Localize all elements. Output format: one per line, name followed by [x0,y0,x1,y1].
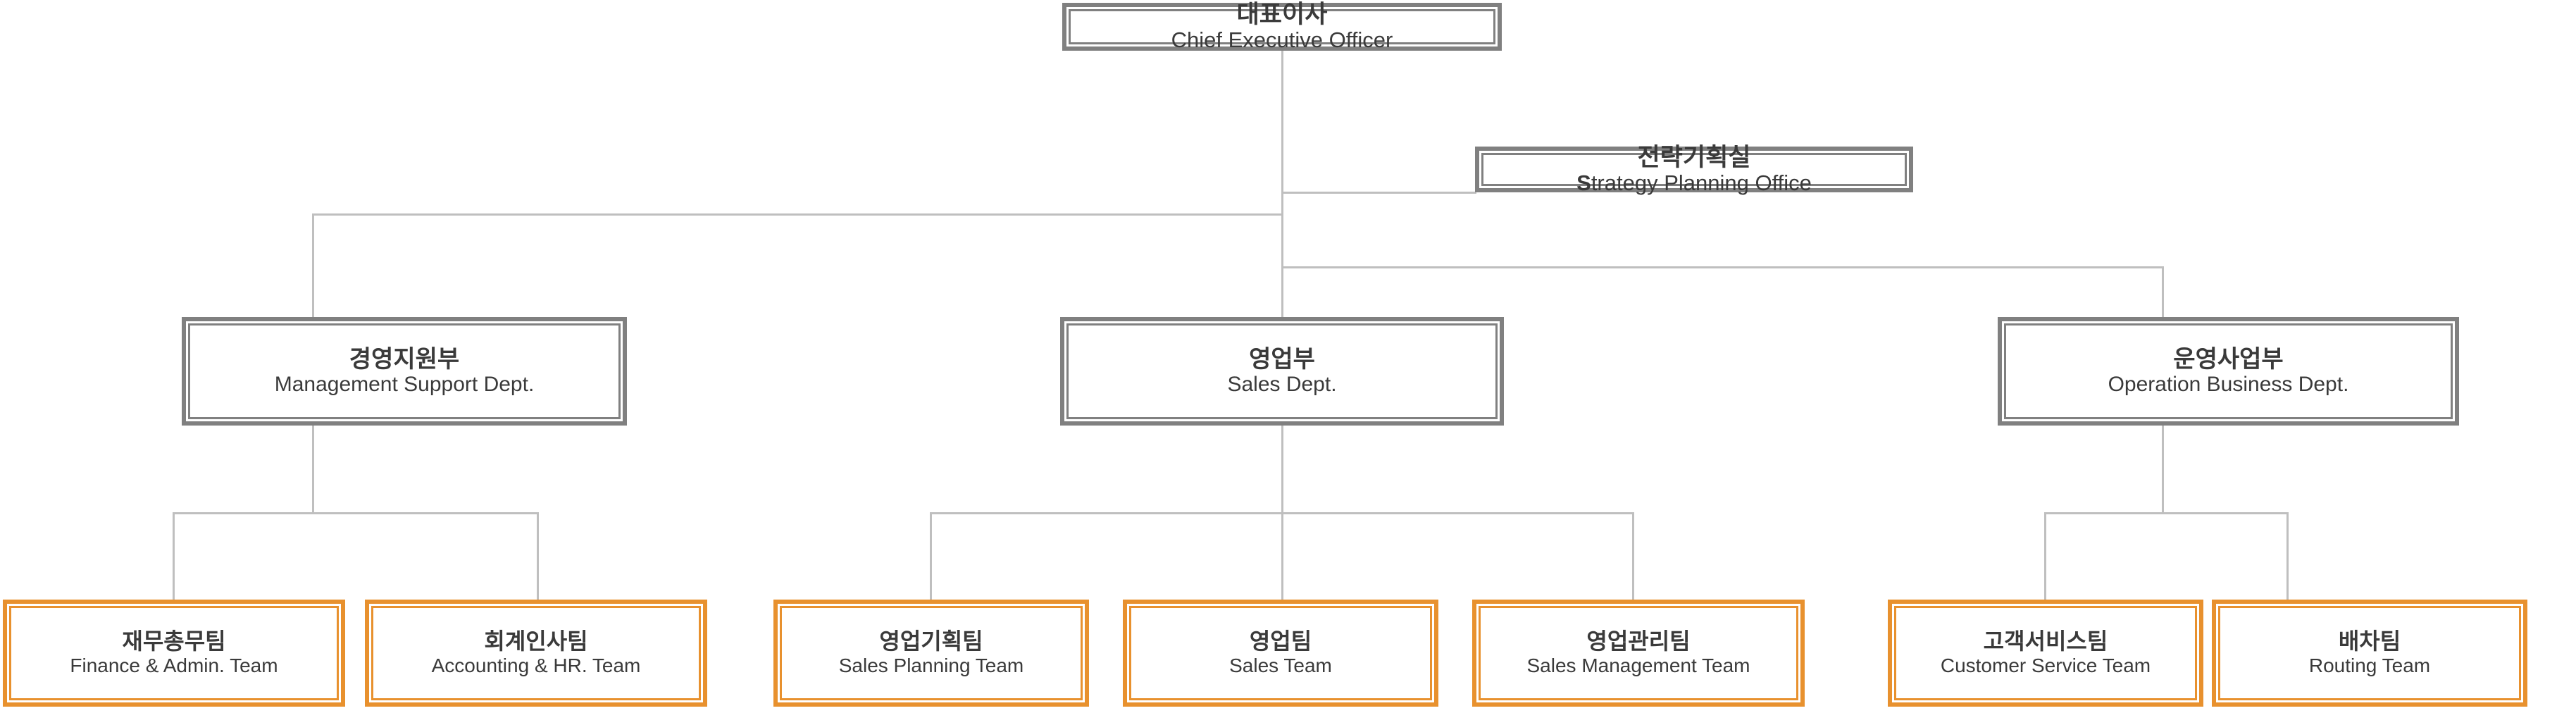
node-title-ko: 영업부 [1249,346,1315,373]
connector-operation-bus [2044,512,2289,514]
node-title-ko: 영업팀 [1249,628,1312,655]
node-labels: 재무총무팀 Finance & Admin. Team [3,628,345,677]
node-title-ko: 전략기획실 [1637,143,1751,171]
node-labels: 영업팀 Sales Team [1123,628,1438,677]
node-labels: 대표이사 Chief Executive Officer [1062,1,1502,53]
node-title-en: Sales Team [1229,655,1332,677]
node-title-en: Management Support Dept. [274,373,535,397]
connector-mgmt-bus [173,512,539,514]
connector-drop-mgmt-support [312,213,314,318]
node-title-ko: 영업관리팀 [1586,628,1691,655]
node-finance-admin-team[interactable]: 재무총무팀 Finance & Admin. Team [3,600,345,707]
node-title-ko: 경영지원부 [349,346,460,373]
node-title-en: Finance & Admin. Team [70,655,278,677]
node-title-ko: 영업기획팀 [879,628,983,655]
node-management-support-dept[interactable]: 경영지원부 Management Support Dept. [182,317,627,426]
node-title-en-rest: trategy Planning Office [1591,170,1812,195]
connector-drop-sales-management [1632,512,1634,600]
node-labels: 회계인사팀 Accounting & HR. Team [365,628,707,677]
connector-operation-down [2162,426,2164,514]
node-title-en: Strategy Planning Office [1482,170,1906,196]
node-title-ko: 고객서비스팀 [1983,628,2108,655]
connector-drop-customer-service [2044,512,2046,600]
node-title-ko: 대표이사 [1236,1,1328,29]
node-labels: 배차팀 Routing Team [2212,628,2527,677]
node-labels: 전략기획실 Strategy Planning Office [1475,144,1913,196]
node-labels: 경영지원부 Management Support Dept. [182,346,627,397]
node-labels: 고객서비스팀 Customer Service Team [1888,628,2203,677]
node-title-en: Routing Team [2308,655,2431,677]
connector-bus-left [312,213,1283,216]
connector-bus-right [1281,266,2164,268]
connector-ceo-to-strategy [1281,192,1476,194]
node-title-en: Sales Management Team [1526,655,1750,677]
node-title-ko: 운영사업부 [2173,346,2284,373]
node-title-en: Sales Dept. [1227,373,1337,397]
node-strategy-planning-office[interactable]: 전략기획실 Strategy Planning Office [1475,144,1913,195]
node-title-en: Accounting & HR. Team [431,655,641,677]
connector-ceo-trunk [1281,51,1283,317]
node-title-en-lead: S [1576,170,1591,195]
node-labels: 운영사업부 Operation Business Dept. [1998,346,2459,397]
connector-drop-sales-planning [930,512,932,600]
node-labels: 영업관리팀 Sales Management Team [1472,628,1805,677]
connector-drop-routing [2286,512,2289,600]
node-operation-business-dept[interactable]: 운영사업부 Operation Business Dept. [1998,317,2459,426]
connector-sales-down [1281,426,1283,514]
connector-drop-sales-team [1281,512,1283,600]
node-sales-team[interactable]: 영업팀 Sales Team [1123,600,1438,707]
connector-drop-operation [2162,266,2164,318]
node-customer-service-team[interactable]: 고객서비스팀 Customer Service Team [1888,600,2203,707]
node-accounting-hr-team[interactable]: 회계인사팀 Accounting & HR. Team [365,600,707,707]
node-sales-management-team[interactable]: 영업관리팀 Sales Management Team [1472,600,1805,707]
connector-mgmt-down [312,426,314,514]
node-routing-team[interactable]: 배차팀 Routing Team [2212,600,2527,707]
node-title-ko: 배차팀 [2338,628,2401,655]
node-title-en: Sales Planning Team [838,655,1024,677]
node-title-en: Customer Service Team [1940,655,2151,677]
node-title-en: Operation Business Dept. [2108,373,2349,397]
node-chief-executive-officer[interactable]: 대표이사 Chief Executive Officer [1062,1,1502,53]
node-sales-dept[interactable]: 영업부 Sales Dept. [1060,317,1504,426]
node-title-ko: 회계인사팀 [484,628,588,655]
node-sales-planning-team[interactable]: 영업기획팀 Sales Planning Team [773,600,1089,707]
node-labels: 영업부 Sales Dept. [1060,346,1504,397]
connector-drop-accounting-hr [537,512,539,600]
node-title-ko: 재무총무팀 [122,628,226,655]
node-labels: 영업기획팀 Sales Planning Team [773,628,1089,677]
connector-drop-finance-admin [173,512,175,600]
node-title-en: Chief Executive Officer [1171,27,1393,53]
